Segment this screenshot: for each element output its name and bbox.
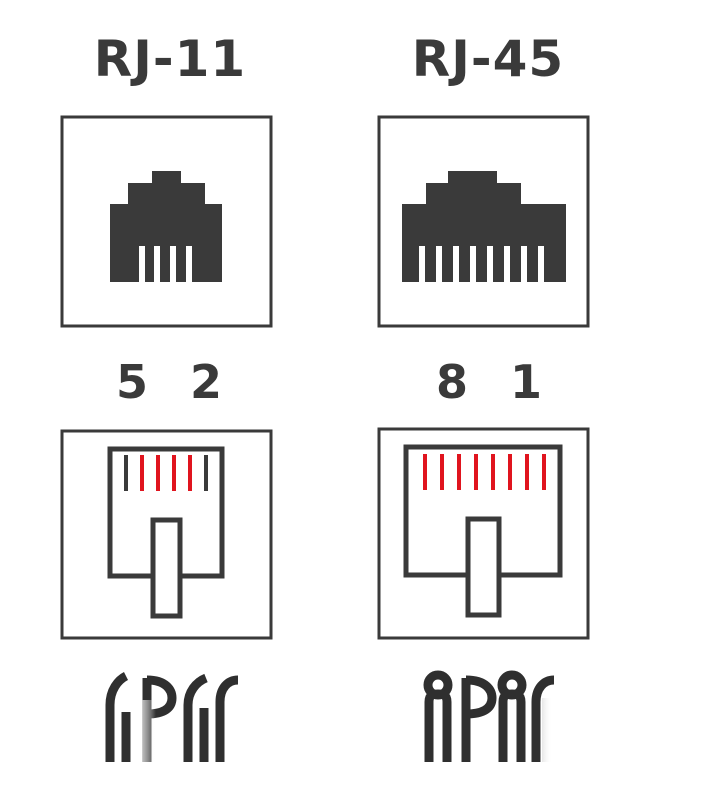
rj11-jack-contacts — [139, 246, 192, 282]
rj11-pin-label-left: 5 — [116, 355, 149, 409]
rj45-pin-label-right: 1 — [510, 355, 543, 409]
rj45-pin-label-left: 8 — [436, 355, 469, 409]
rj11-title: RJ-11 — [93, 30, 247, 88]
rj45-pin-count-logo — [423, 670, 555, 762]
rj45-title: RJ-45 — [411, 30, 565, 88]
rj11-plug-latch — [150, 517, 183, 619]
rj45-jack-contacts — [419, 246, 544, 282]
rj11-pin-label-right: 2 — [190, 355, 223, 409]
rj11-jack-frame — [60, 115, 273, 328]
rj45-plug-contacts — [423, 454, 546, 490]
rj11-plug-contacts — [124, 455, 208, 491]
rj45-logo-fade — [542, 698, 552, 762]
rj11-plug-icon — [60, 429, 273, 640]
rj11-pin-count-logo — [105, 671, 239, 762]
rj45-plug-icon — [377, 427, 590, 640]
rj11-jack-icon — [60, 115, 273, 328]
rj45-plug-latch — [465, 516, 502, 618]
rj11-jack-body — [110, 171, 222, 282]
rj45-jack-icon — [377, 115, 590, 328]
rj11-logo-fade — [142, 700, 156, 762]
